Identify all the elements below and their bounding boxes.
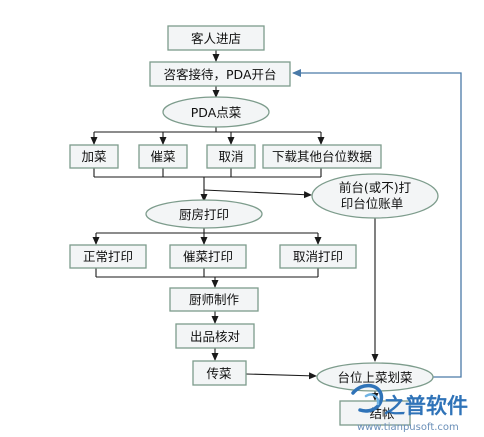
node-kitchen-print: 厨房打印 — [145, 199, 263, 229]
node-pda-order: PDA点菜 — [162, 96, 270, 128]
node-download-label: 下载其他台位数据 — [272, 149, 372, 164]
node-output-check: 出品核对 — [175, 323, 255, 349]
node-print-bill: 前台(或不)打 印台位账单 — [311, 173, 439, 219]
node-kitchen-print-label: 厨房打印 — [179, 207, 229, 222]
node-normal-print: 正常打印 — [69, 244, 147, 269]
node-rush-print-label: 催菜打印 — [183, 249, 233, 264]
node-download: 下载其他台位数据 — [262, 144, 382, 169]
node-print-bill-line2: 印台位账单 — [341, 196, 404, 211]
node-print-bill-line1: 前台(或不)打 — [339, 180, 411, 195]
edges — [90, 50, 462, 401]
node-add-dish: 加菜 — [69, 144, 119, 169]
node-cancel-label: 取消 — [218, 149, 243, 164]
watermark: 之普软件 www.tianpusoft.com — [351, 383, 468, 433]
node-table-mark: 台位上菜划菜 — [316, 362, 434, 392]
edge-to-print-bill — [203, 189, 312, 199]
node-serve: 传菜 — [192, 360, 247, 386]
brand-logo-icon — [351, 383, 384, 413]
node-table-mark-label: 台位上菜划菜 — [337, 370, 413, 385]
node-reception: 咨客接待，PDA开台 — [149, 61, 291, 87]
node-normal-print-label: 正常打印 — [83, 249, 133, 264]
node-cancel-print: 取消打印 — [279, 244, 357, 269]
node-chef-cook: 厨师制作 — [169, 287, 259, 312]
node-rush-print: 催菜打印 — [169, 244, 247, 269]
node-add-dish-label: 加菜 — [81, 149, 107, 164]
node-chef-cook-label: 厨师制作 — [189, 292, 240, 307]
node-serve-label: 传菜 — [206, 366, 232, 381]
edge-serve-table — [245, 372, 317, 380]
edge-return-loop — [292, 69, 462, 378]
node-cancel-print-label: 取消打印 — [293, 249, 343, 264]
watermark-brand: 之普软件 — [384, 394, 468, 418]
node-pda-order-label: PDA点菜 — [191, 105, 242, 120]
watermark-url: www.tianpusoft.com — [357, 422, 459, 433]
node-guest-arrival: 客人进店 — [167, 25, 265, 51]
node-rush-dish: 催菜 — [138, 144, 188, 169]
node-guest-arrival-label: 客人进店 — [191, 31, 241, 46]
node-reception-label: 咨客接待，PDA开台 — [164, 67, 277, 82]
node-rush-dish-label: 催菜 — [150, 149, 176, 164]
node-output-check-label: 出品核对 — [190, 329, 240, 344]
node-cancel: 取消 — [206, 144, 256, 169]
